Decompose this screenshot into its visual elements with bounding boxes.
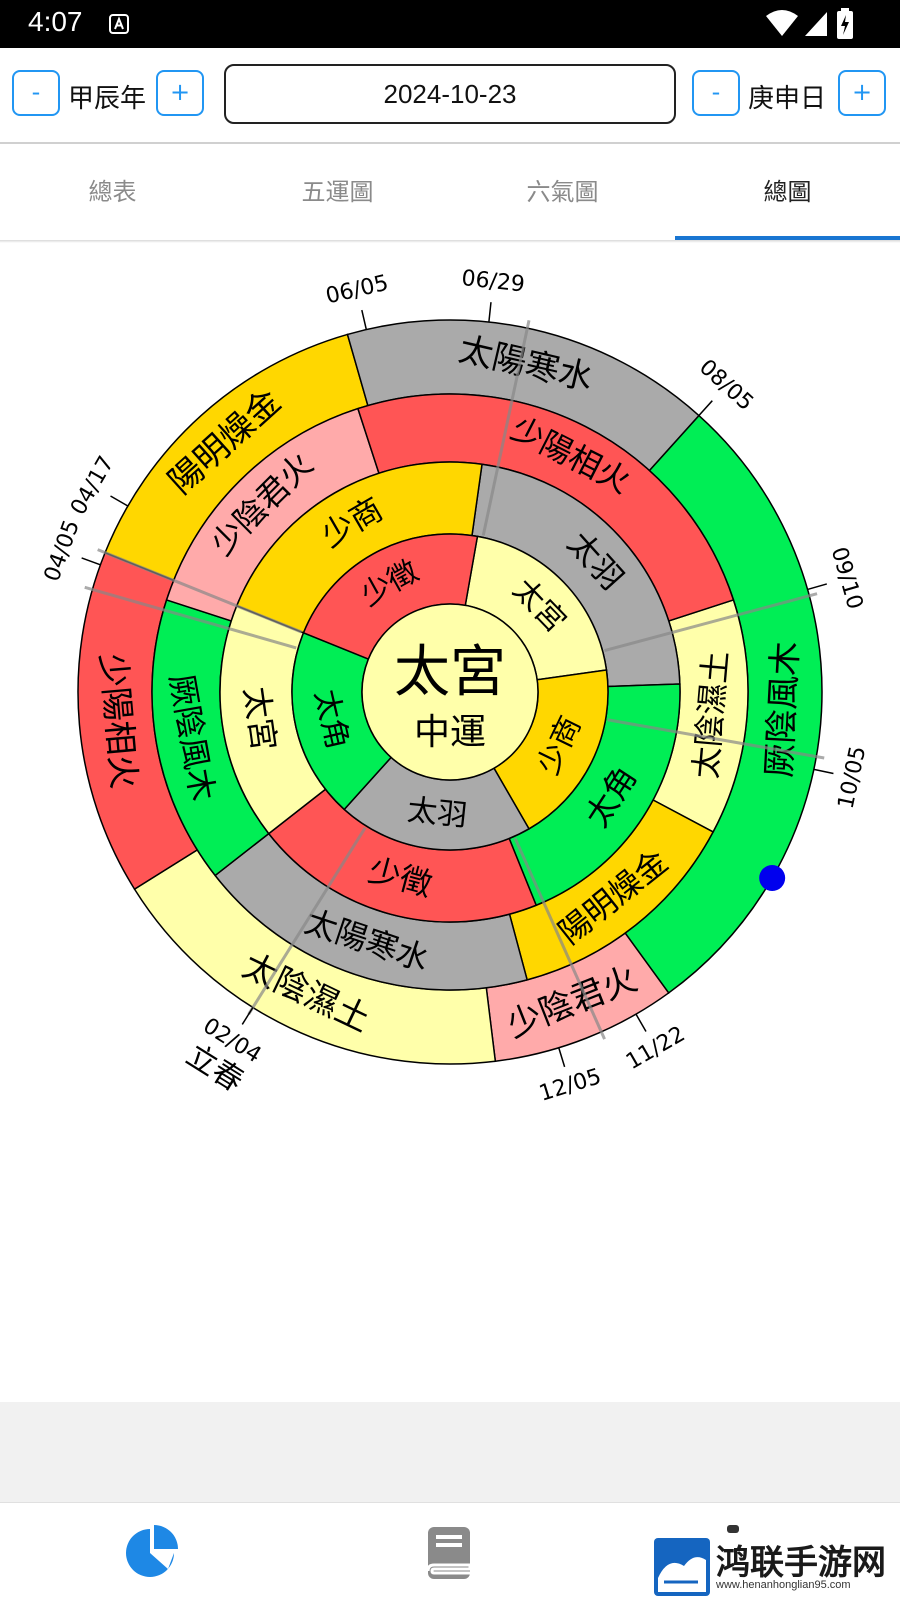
status-time: 4:07 [28, 6, 83, 37]
wheel-ring2-label: 太宮 [237, 684, 284, 753]
wheel-guide-line [481, 319, 531, 536]
day-label: 庚申日 [748, 84, 827, 114]
date-input[interactable]: 2024-10-23 [224, 64, 676, 124]
tab-bar: 總表 五運圖 六氣圖 總圖 [0, 144, 900, 240]
wheel-guide-line [84, 585, 297, 650]
wheel-date-tick [698, 400, 713, 417]
wheel-date-label: 11/22 [622, 1022, 689, 1075]
wheel-guide-line [97, 548, 303, 634]
wheel-date-tick [488, 302, 492, 323]
day-minus-button[interactable]: - [692, 70, 740, 116]
wheel-date-label: 06/29 [460, 266, 526, 297]
book-icon[interactable] [420, 1525, 480, 1581]
signal-icon [805, 12, 827, 36]
tab-summary-table[interactable]: 總表 [88, 178, 137, 206]
a-icon [109, 14, 129, 34]
wheel-date-tick [81, 557, 101, 566]
wheel-center [361, 603, 539, 781]
tab-indicator [675, 236, 900, 240]
wheel-date-label: 06/05 [324, 271, 391, 310]
tab-overall-chart[interactable]: 總圖 [763, 178, 812, 206]
watermark: 鸿联手游网 www.henanhonglian95.com [652, 1535, 900, 1600]
wheel-guide-line [604, 592, 818, 653]
day-plus-button[interactable]: + [838, 70, 886, 116]
wheel-guide-line [607, 718, 825, 760]
wheel-ring4-label: 厥陰風木 [760, 641, 807, 779]
wheel-chart: 厥陰風木少陰君火太陰濕土少陽相火陽明燥金太陽寒水太陰濕土陽明燥金太陽寒水厥陰風木… [40, 266, 872, 1107]
wheel-date-label: 10/05 [834, 744, 872, 811]
tab-six-qi[interactable]: 六氣圖 [526, 178, 599, 206]
wheel-date-tick [635, 1013, 647, 1032]
date-controls: - 甲辰年 + 2024-10-23 - 庚申日 + [0, 48, 900, 144]
watermark-logo-icon [654, 1538, 710, 1596]
status-bar: 4:07 [0, 0, 900, 48]
tabs-shadow [0, 240, 900, 243]
year-plus-button[interactable]: + [156, 70, 204, 116]
wheel-date-tick [241, 1007, 254, 1025]
watermark-url: www.henanhonglian95.com [716, 1579, 851, 1591]
wheel-guide-line [513, 837, 606, 1040]
wheel-date-label: 12/05 [536, 1064, 604, 1106]
bottom-panel [0, 1402, 900, 1502]
pie-chart-icon[interactable] [120, 1525, 180, 1581]
controls-divider [0, 142, 900, 144]
wheel-center-sub: 中運 [414, 712, 486, 753]
year-label: 甲辰年 [68, 84, 147, 114]
wifi-icon [766, 10, 798, 36]
wheel-date-tick [807, 583, 828, 591]
bottom-nav [0, 1502, 900, 1600]
watermark-title: 鸿联手游网 [716, 1543, 886, 1583]
tab-five-movements[interactable]: 五運圖 [301, 178, 374, 206]
wheel-date-label: 04/05 [40, 517, 85, 585]
wheel-date-tick [558, 1047, 566, 1068]
wheel-ring1-label: 太羽 [406, 793, 469, 834]
wheel-date-label: 04/17 [66, 452, 119, 519]
more-icon[interactable] [725, 1525, 785, 1581]
current-date-marker [759, 865, 786, 891]
wheel-date-label: 08/05 [694, 355, 758, 416]
wheel-guide-line [247, 826, 367, 1016]
battery-icon [837, 8, 853, 39]
year-minus-button[interactable]: - [12, 70, 60, 116]
wheel-date-tick [361, 309, 368, 330]
wheel-center-main: 太宮 [394, 640, 506, 705]
wheel-date-tick [813, 768, 834, 775]
wheel-date-tick [110, 495, 129, 507]
wheel-date-label: 09/10 [826, 544, 868, 612]
